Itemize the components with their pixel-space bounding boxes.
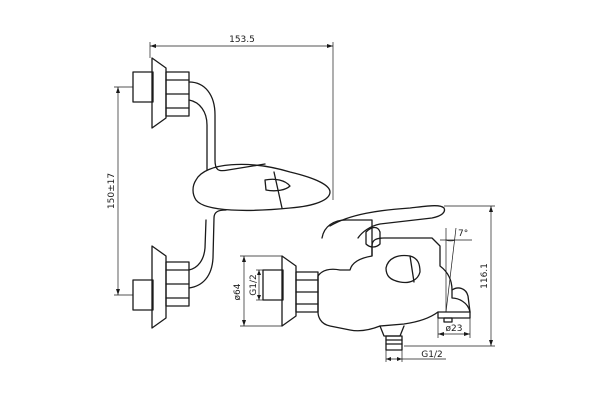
- side-flange: [281, 255, 297, 327]
- height-spacing-label: 150±17: [107, 173, 117, 209]
- spout-outlet: [451, 287, 471, 313]
- bottom-hex-nut: [165, 261, 190, 307]
- bottom-pipe-stub: [132, 279, 154, 311]
- front-view: 153.5 150±17: [107, 35, 334, 329]
- diameter-outlet-label: ø23: [446, 324, 463, 334]
- top-pipe-stub: [132, 71, 154, 103]
- angle-incline-ref: [445, 227, 457, 313]
- aerator: [437, 311, 471, 319]
- width-total-label: 153.5: [229, 35, 255, 45]
- top-hex-nut: [165, 71, 190, 117]
- thread-bottom-label: G1/2: [421, 350, 442, 360]
- angle-label: 7°: [458, 229, 468, 239]
- body-lower-outline: [188, 209, 227, 289]
- body-upper-inner: [188, 99, 208, 171]
- bottom-outlet-thread: [385, 335, 403, 351]
- cartridge-dome: [321, 219, 373, 257]
- lever-pivot: [365, 226, 381, 248]
- bottom-outlet-collar: [379, 325, 405, 337]
- lever-handle: [192, 163, 331, 212]
- body-lower-inner: [188, 219, 207, 271]
- diverter-knob: [385, 254, 421, 284]
- side-lever: [329, 205, 446, 239]
- side-inlet-stub: [262, 269, 284, 301]
- height-side-label: 116.1: [480, 263, 490, 289]
- lever-detail: [264, 178, 291, 192]
- aerator-tip: [443, 317, 453, 323]
- bottom-flange: [151, 245, 167, 329]
- thread-inlet-label: G1/2: [249, 274, 259, 295]
- diameter-body-label: ø64: [233, 283, 243, 300]
- side-body-outline: [317, 237, 471, 332]
- top-flange: [151, 57, 167, 129]
- side-view: ø64 G1/2 116.1 7° ø23 G1/2: [233, 205, 495, 362]
- body-upper-outline: [188, 81, 266, 172]
